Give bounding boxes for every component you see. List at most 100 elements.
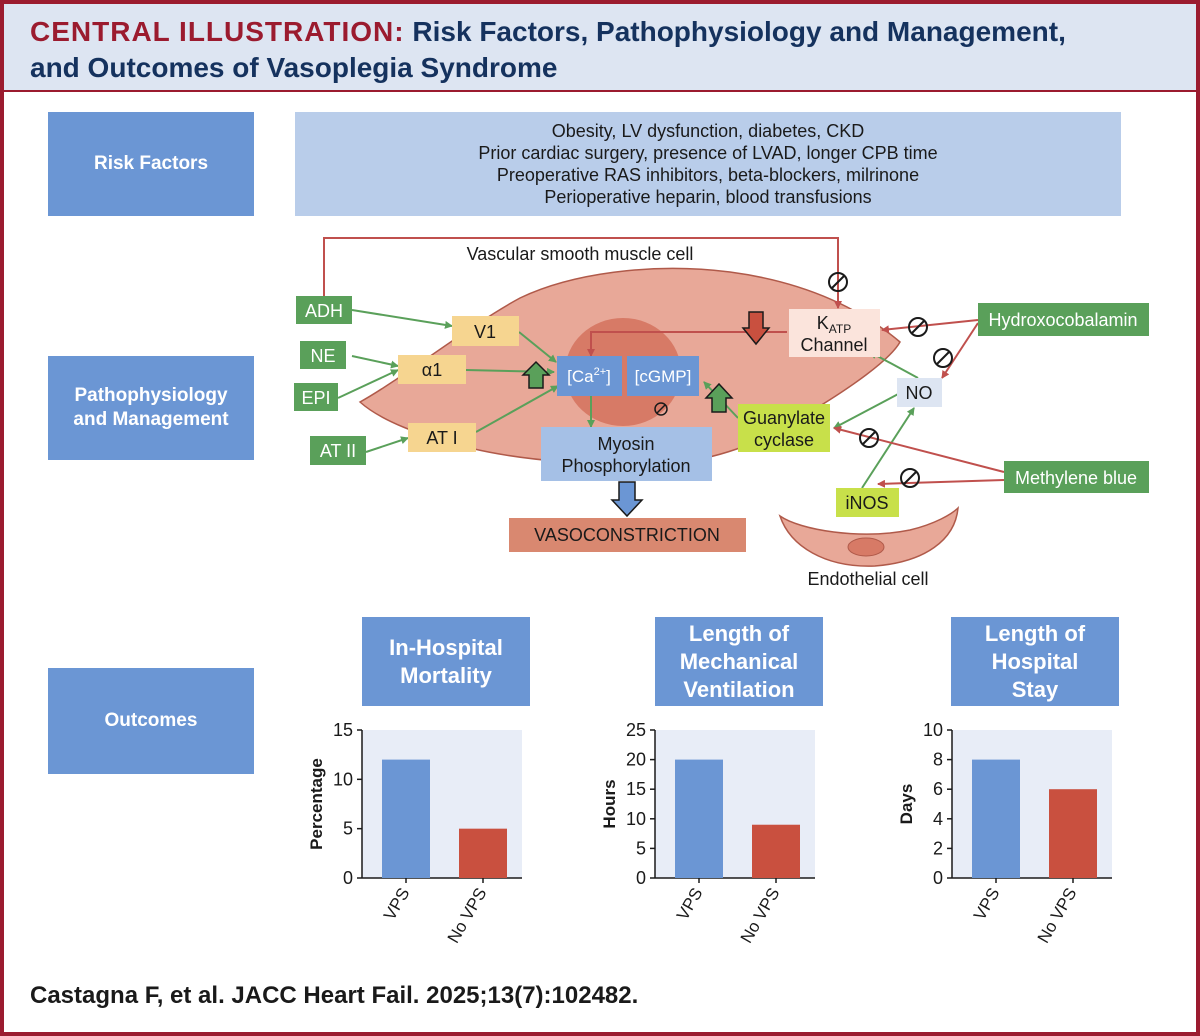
- at2-label: AT II: [320, 441, 356, 461]
- y-tick-label: 10: [626, 809, 646, 829]
- arrow-at2-at1: [365, 436, 409, 453]
- arrow-adh-v1: [351, 309, 453, 329]
- inos-label: iNOS: [845, 493, 888, 513]
- y-axis-label: Percentage: [307, 758, 326, 850]
- bar: [752, 824, 800, 878]
- guanylate-cyclase-line-2: cyclase: [754, 430, 814, 450]
- section-risk-factors: Risk Factors: [48, 112, 254, 216]
- bar: [382, 759, 430, 878]
- arrow-at1-ca: [475, 385, 559, 433]
- ne-label: NE: [310, 346, 335, 366]
- no-box: [897, 378, 942, 407]
- katp-channel-box: [789, 309, 880, 357]
- y-tick-label: 15: [626, 779, 646, 799]
- inhibition-symbol-icon: [654, 402, 668, 416]
- v1-box: [452, 316, 519, 346]
- at2-box: [310, 436, 366, 465]
- up-arrow-gc-icon: [704, 382, 734, 413]
- outcome-title-line: Stay: [1011, 676, 1059, 702]
- outcome-title-line: In-Hospital: [389, 634, 503, 660]
- inhibition-symbol-icon: [828, 272, 848, 292]
- arrow-no-gc: [833, 391, 903, 429]
- y-tick-label: 15: [333, 720, 353, 740]
- header-title-line-2: and Outcomes of Vasoplegia Syndrome: [30, 52, 558, 83]
- y-tick-label: 6: [933, 779, 943, 799]
- y-tick-label: 2: [933, 838, 943, 858]
- risk-factor-line: Preoperative RAS inhibitors, beta-blocke…: [496, 165, 920, 185]
- vasoconstriction-label: VASOCONSTRICTION: [534, 525, 720, 545]
- inhibition-symbol-icon: [900, 468, 920, 488]
- section-outcomes-label: Outcomes: [104, 710, 198, 731]
- y-tick-label: 8: [933, 750, 943, 770]
- hydroxocobalamin-label: Hydroxocobalamin: [988, 310, 1137, 330]
- myosin-box: [541, 427, 712, 481]
- arrow-mb-gc: [833, 425, 1005, 473]
- arrow-katp-ca: [587, 331, 787, 357]
- alpha1-box: [398, 355, 466, 384]
- outcome-title-line: Mechanical: [679, 648, 799, 674]
- bar: [1049, 789, 1097, 878]
- epi-box: [294, 383, 338, 411]
- outcome-title-line: Mortality: [400, 662, 492, 688]
- down-arrow-vasoconstriction-icon: [610, 481, 644, 518]
- y-tick-label: 10: [333, 769, 353, 789]
- arrow-epi-alpha1: [337, 369, 399, 399]
- arrow-hydroxo-katp: [881, 319, 979, 334]
- cgmp-box: [627, 356, 699, 396]
- up-arrow-alpha1-icon: [521, 360, 551, 389]
- section-pathophysiology-line-2: and Management: [73, 409, 229, 430]
- arrow-inos-no: [861, 407, 915, 489]
- citation: Castagna F, et al. JACC Heart Fail. 2025…: [30, 982, 639, 1009]
- outcome-title-line: Length of: [688, 620, 790, 646]
- x-tick-label: No VPS: [737, 885, 784, 947]
- inhibition-symbol-icon: [859, 428, 879, 448]
- section-pathophysiology-line-1: Pathophysiology: [74, 385, 228, 406]
- myosin-label-line-2: Phosphorylation: [561, 456, 690, 476]
- at1-label: AT I: [426, 428, 457, 448]
- bar: [972, 759, 1020, 878]
- vasoconstriction-box: [509, 518, 746, 552]
- x-tick-label: VPS: [380, 885, 413, 924]
- endothelial-cell: [778, 505, 959, 567]
- cgmp-label: [cGMP]: [635, 367, 692, 386]
- y-axis-label: Days: [897, 784, 916, 825]
- x-tick-label: VPS: [673, 885, 706, 924]
- y-tick-label: 20: [626, 750, 646, 770]
- epi-label: EPI: [301, 388, 330, 408]
- calcium-box: [557, 356, 622, 396]
- outcome-title-ventilation: Length of Mechanical Ventilation: [655, 617, 823, 706]
- risk-factor-line: Prior cardiac surgery, presence of LVAD,…: [478, 143, 938, 163]
- alpha1-label: α1: [422, 360, 442, 380]
- methylene-blue-label: Methylene blue: [1015, 468, 1137, 488]
- y-tick-label: 0: [636, 868, 646, 888]
- y-tick-label: 25: [626, 720, 646, 740]
- y-tick-label: 5: [343, 819, 353, 839]
- outcome-title-mortality: In-Hospital Mortality: [362, 617, 530, 706]
- calcium-label: [Ca2+]: [567, 366, 611, 386]
- outcome-title-line: Hospital: [991, 648, 1079, 674]
- risk-factors-box: Obesity, LV dysfunction, diabetes, CKD P…: [295, 112, 1121, 216]
- ne-box: [300, 341, 346, 369]
- y-axis-label: Hours: [600, 779, 619, 828]
- adh-label: ADH: [305, 301, 343, 321]
- inhibition-symbol-icon: [908, 317, 928, 337]
- inhibition-symbol-icon: [933, 348, 953, 368]
- section-outcomes: Outcomes: [48, 668, 254, 774]
- inos-box: [836, 488, 899, 517]
- header: CENTRAL ILLUSTRATION: Risk Factors, Path…: [4, 4, 1196, 92]
- bar: [459, 828, 507, 878]
- smooth-muscle-nucleus: [565, 318, 681, 426]
- outcome-title-line: Length of: [984, 620, 1086, 646]
- arrow-hydroxo-no: [941, 322, 979, 379]
- outcome-title-line: Ventilation: [683, 676, 795, 702]
- y-tick-label: 0: [343, 868, 353, 888]
- no-label: NO: [906, 383, 933, 403]
- endothelial-cell-label: Endothelial cell: [807, 569, 928, 589]
- header-line-1: CENTRAL ILLUSTRATION: Risk Factors, Path…: [30, 16, 1066, 48]
- guanylate-cyclase-line-1: Guanylate: [743, 408, 825, 428]
- katp-label: KATP: [817, 313, 851, 336]
